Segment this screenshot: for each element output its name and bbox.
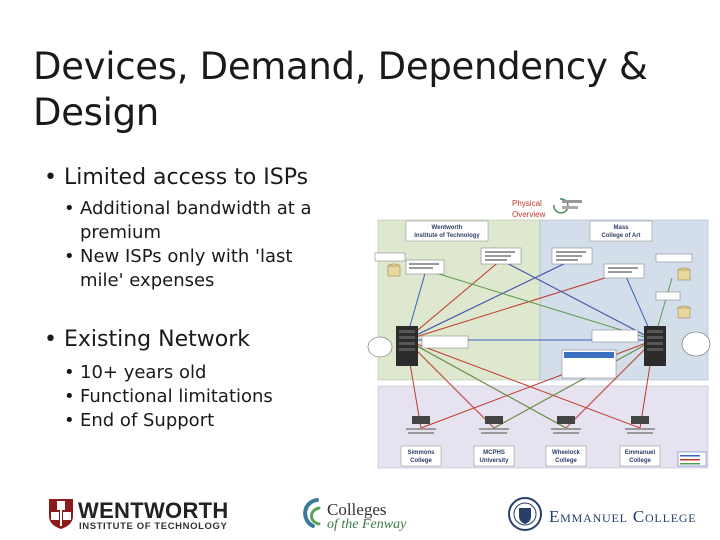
- cloud-icons: [367, 331, 711, 358]
- wentworth-logo-subtitle: INSTITUTE OF TECHNOLOGY: [79, 521, 228, 532]
- bullet-existing-network: Existing Network: [44, 325, 364, 355]
- sub-bullet-limitations: Functional limitations: [44, 385, 364, 409]
- wentworth-zone-label-1: Wentworth: [432, 225, 463, 231]
- core-switch-massart: [644, 326, 666, 366]
- cof-mini-logo: [553, 198, 582, 214]
- diagram-title-line-1: Physical: [512, 199, 542, 208]
- emmanuel-logo-text: Emmanuel College: [549, 507, 697, 526]
- core-switch-wentworth: [396, 326, 418, 366]
- college-label-simmons-1: Simmons: [407, 450, 435, 456]
- emmanuel-seal-icon: [508, 497, 542, 531]
- college-label-wheelock-2: College: [555, 458, 577, 464]
- diagram-title-line-2: Overview: [512, 210, 546, 219]
- cof-logo-line-2: of the Fenway: [327, 517, 407, 532]
- wentworth-zone-label-2: Institute of Technology: [414, 233, 480, 239]
- college-label-simmons-2: College: [410, 458, 432, 464]
- college-label-emmanuel-2: College: [629, 458, 651, 464]
- college-label-wheelock-1: Wheelock: [552, 450, 581, 456]
- massart-zone-label-1: Mass: [613, 225, 629, 231]
- college-label-emmanuel-1: Emmanuel: [625, 450, 656, 456]
- college-label-mcphs-2: University: [479, 458, 509, 464]
- sub-bullet-end-of-support: End of Support: [44, 409, 364, 433]
- college-devices: [412, 416, 649, 424]
- college-label-mcphs-1: MCPHS: [483, 450, 505, 456]
- footer-logos: WENTWORTH INSTITUTE OF TECHNOLOGY Colleg…: [0, 488, 720, 540]
- fenway-swirl-icon: [303, 498, 321, 528]
- wentworth-shield-icon: [49, 499, 73, 529]
- wentworth-logo-name: WENTWORTH: [78, 498, 229, 523]
- massart-zone-label-2: College of Art: [601, 233, 640, 239]
- top-device-text-lines: [409, 251, 638, 273]
- slide-title: Devices, Demand, Dependency & Design: [33, 44, 673, 136]
- database-icons: [387, 263, 691, 319]
- cof-logo-line-1: Colleges: [327, 500, 387, 519]
- bullet-list: Limited access to ISPs Additional bandwi…: [44, 163, 364, 433]
- bullet-limited-access: Limited access to ISPs: [44, 163, 364, 193]
- physical-overview-diagram: Physical Overview Wentworth Institute of…: [367, 198, 711, 469]
- slide-title-line-2: Design: [33, 91, 159, 134]
- slide-title-line-1: Devices, Demand, Dependency &: [33, 45, 648, 88]
- sub-bullet-age: 10+ years old: [44, 361, 364, 385]
